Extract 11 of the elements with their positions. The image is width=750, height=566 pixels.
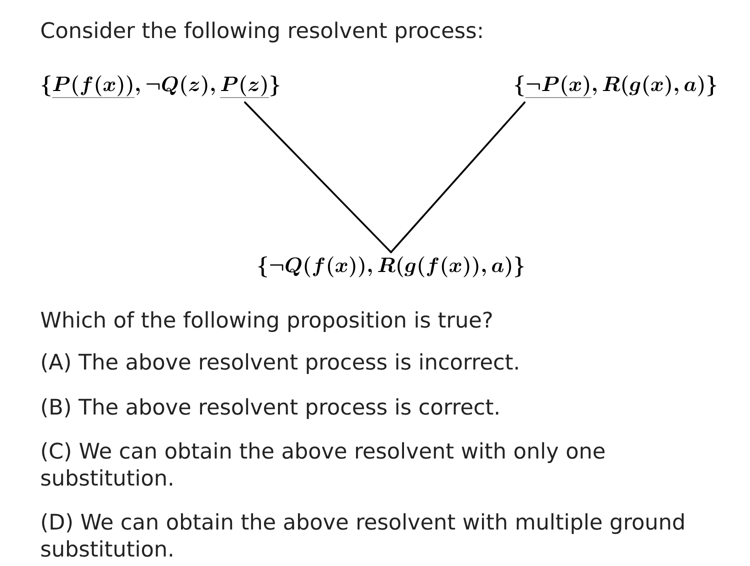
- option-text: (C) We can obtain the above resolvent with only one substitution.: [41, 442, 605, 486]
- question-text: Which of the following proposition is true?: [40, 311, 492, 332]
- heading: Consider the following resolvent process:: [41, 22, 482, 42]
- option-text: (B) The above resolvent process is correct.: [42, 398, 498, 419]
- option-text: (D) We can obtain the above resolvent with multiple ground substitution.: [41, 513, 684, 557]
- clause-formula: $\{\neg Q(f(x)), R(g(f(x)), a)\}$: [258, 256, 524, 278]
- resolution-line: [244, 102, 392, 254]
- option-text: (A) The above resolvent process is incorrect.: [42, 353, 518, 374]
- clause-formula: $\{\underline{P(f(x))}, \neg Q(z), \underline{P(z)}\}$: [42, 75, 280, 98]
- resolution-line: [390, 102, 526, 254]
- clause-formula: $\{\underline{\neg P(x)}, R(g(x), a)\}$: [515, 75, 716, 98]
